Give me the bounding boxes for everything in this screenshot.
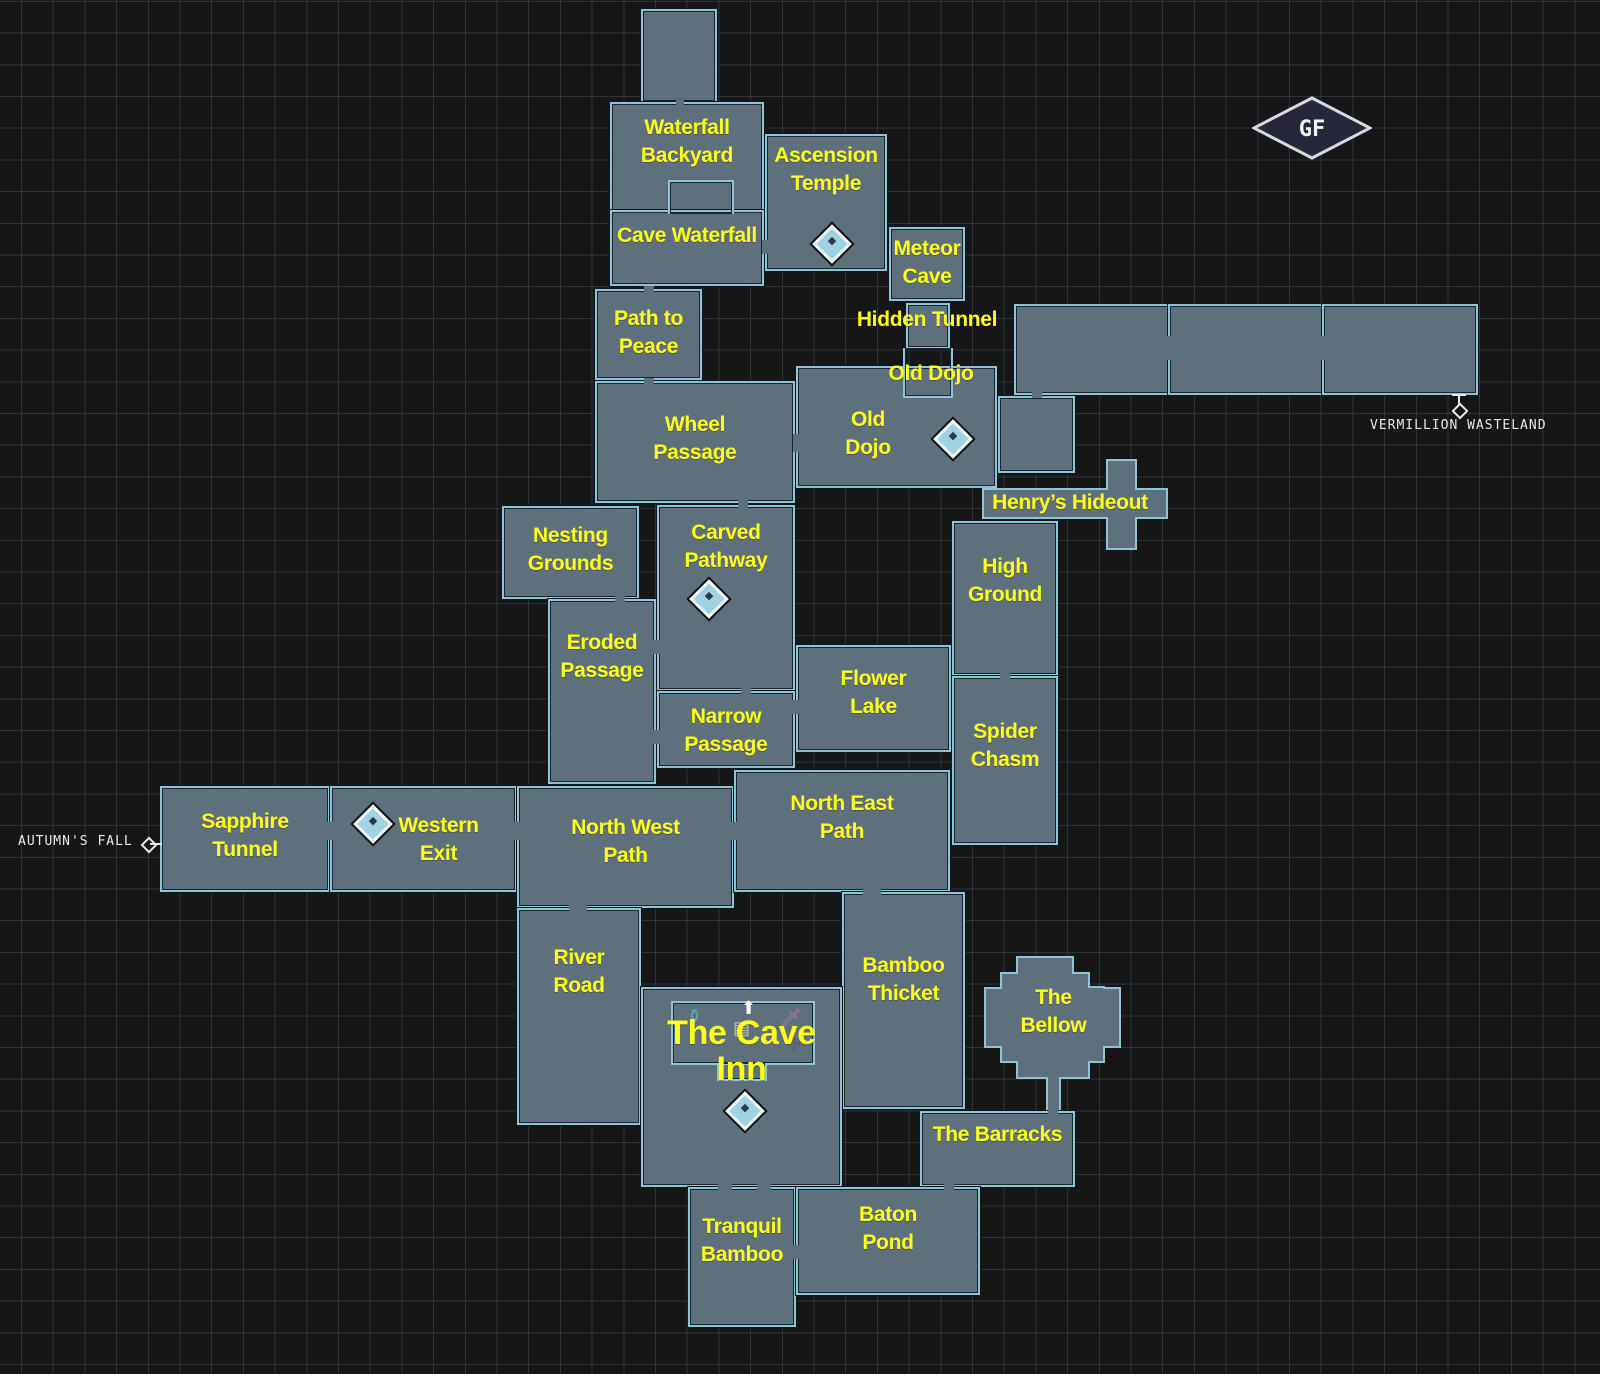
room-north-east-path[interactable]: North East Path bbox=[734, 770, 950, 892]
room-baton-pond[interactable]: Baton Pond bbox=[796, 1187, 980, 1295]
door bbox=[944, 1184, 954, 1190]
waypoint-icon[interactable] bbox=[725, 1091, 765, 1131]
potion-icon[interactable]: ⚱ bbox=[687, 1006, 703, 1026]
exit-label-east[interactable]: VERMILLION WASTELAND bbox=[1370, 418, 1547, 433]
room-unnamed-east-2[interactable] bbox=[1168, 304, 1324, 395]
exit-label-west[interactable]: AUTUMN'S FALL bbox=[18, 834, 133, 849]
scroll-icon[interactable]: ▤ bbox=[733, 1018, 751, 1038]
room-ascension-temple[interactable]: Ascension Temple bbox=[765, 134, 887, 271]
room-label-the-barracks: The Barracks bbox=[932, 1123, 1063, 1146]
room-western-exit[interactable]: Western Exit bbox=[330, 786, 517, 892]
armor-icon[interactable]: ✣ bbox=[787, 1034, 803, 1054]
door bbox=[738, 500, 748, 508]
door bbox=[569, 904, 587, 912]
door bbox=[718, 1184, 732, 1190]
door bbox=[676, 100, 684, 106]
door bbox=[741, 688, 751, 694]
exit-connector bbox=[1458, 394, 1460, 406]
room-the-barracks[interactable]: The Barracks bbox=[920, 1111, 1075, 1187]
door bbox=[1166, 336, 1172, 360]
door bbox=[793, 434, 799, 452]
upgrade-arrow-icon[interactable]: ⬆ bbox=[741, 998, 757, 1018]
door bbox=[1032, 392, 1042, 398]
inner-wall bbox=[903, 348, 953, 398]
room-tranquil-bamboo[interactable]: Tranquil Bamboo bbox=[688, 1187, 796, 1327]
door bbox=[653, 730, 661, 744]
door bbox=[644, 378, 654, 384]
door bbox=[793, 1245, 799, 1259]
room-unnamed-east-1[interactable] bbox=[1014, 304, 1170, 395]
shop-counter bbox=[717, 1063, 767, 1081]
shop-counter bbox=[671, 1001, 815, 1065]
room-label-baton-pond: Baton Pond bbox=[859, 1203, 917, 1254]
door bbox=[615, 596, 625, 602]
door bbox=[327, 822, 333, 840]
room-label-tranquil-bamboo: Tranquil Bamboo bbox=[700, 1215, 784, 1266]
door bbox=[1320, 336, 1326, 360]
sword-icon[interactable]: 🗡 bbox=[779, 1008, 802, 1028]
door bbox=[762, 240, 768, 254]
room-unnamed-east-3[interactable] bbox=[1322, 304, 1478, 395]
door bbox=[653, 640, 661, 654]
room-hidden-tunnel[interactable] bbox=[906, 303, 950, 349]
room-old-dojo[interactable]: Old Dojo bbox=[796, 366, 997, 488]
door bbox=[644, 286, 654, 292]
exit-connector bbox=[150, 843, 162, 845]
door bbox=[863, 888, 881, 896]
room-unnamed-top[interactable] bbox=[641, 9, 717, 103]
floor-badge[interactable]: GF bbox=[1252, 96, 1372, 160]
door bbox=[1000, 673, 1010, 679]
exit-connector bbox=[1452, 394, 1466, 396]
inner-wall bbox=[668, 180, 734, 214]
room-carved-pathway[interactable]: Carved Pathway bbox=[657, 505, 795, 691]
room-the-cave-inn[interactable]: ⚱ ⬆ ▤ 🗡 ✣ The Cave Inn bbox=[641, 987, 842, 1187]
door bbox=[792, 700, 800, 714]
door bbox=[514, 822, 520, 840]
door bbox=[731, 822, 737, 840]
floor-badge-label: GF bbox=[1299, 117, 1326, 142]
door bbox=[757, 1184, 771, 1190]
door bbox=[1048, 1108, 1058, 1114]
